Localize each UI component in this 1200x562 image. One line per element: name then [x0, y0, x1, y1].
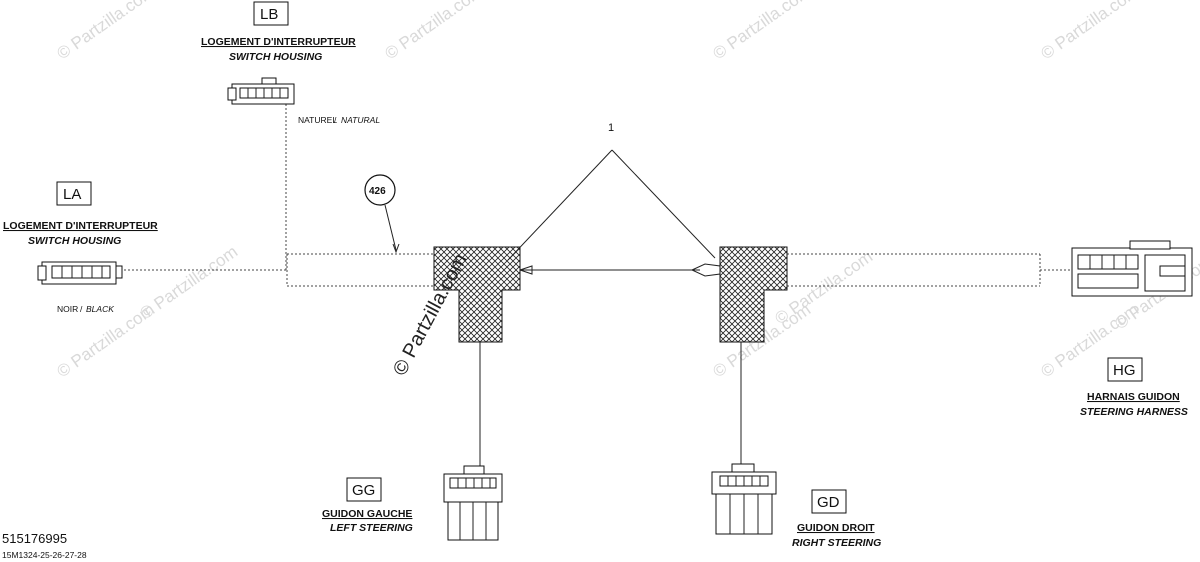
connector-la-color-en: BLACK	[86, 304, 114, 314]
connector-lb-plug	[227, 77, 295, 105]
connector-hg-label-en: STEERING HARNESS	[1080, 406, 1188, 418]
connector-lb-label-fr: LOGEMENT D'INTERRUPTEUR	[201, 36, 356, 48]
junction-right	[719, 246, 788, 343]
connector-lb: LB LOGEMENT D'INTERRUPTEUR SWITCH HOUSIN…	[201, 1, 380, 125]
connector-lb-color-sep: /	[334, 115, 337, 125]
callout-426: 426	[364, 174, 396, 206]
connector-la-label-fr: LOGEMENT D'INTERRUPTEUR	[3, 220, 158, 232]
connector-lb-code: LB	[260, 6, 278, 23]
connector-gg-label-en: LEFT STEERING	[330, 522, 413, 534]
connector-la-color-sep: /	[80, 304, 83, 314]
connector-hg: HG HARNAIS GUIDON STEERING HARNESS	[1071, 240, 1193, 418]
connector-la-label-en: SWITCH HOUSING	[28, 235, 121, 247]
connector-la-code: LA	[63, 186, 81, 203]
watermark-pattern: © Partzilla.com © Partzilla.com © Partzi…	[53, 0, 1200, 381]
watermark-text: © Partzilla.com	[136, 242, 241, 323]
connector-lb-color-fr: NATUREL	[298, 115, 337, 125]
connector-gg-code: GG	[352, 482, 375, 499]
connector-gd: GD GUIDON DROIT RIGHT STEERING	[711, 463, 881, 549]
connector-gd-label-en: RIGHT STEERING	[792, 537, 881, 549]
connector-hg-plug	[1071, 240, 1193, 297]
connector-gg: GG GUIDON GAUCHE LEFT STEERING	[322, 465, 503, 541]
connector-la-plug	[37, 261, 123, 285]
connector-hg-code: HG	[1113, 362, 1136, 379]
connector-gd-plug	[711, 463, 777, 535]
connector-la-color-fr: NOIR	[57, 304, 78, 314]
connector-gg-plug	[443, 465, 503, 541]
part-number: 515176995	[2, 531, 67, 546]
callout-426-label: 426	[369, 186, 386, 197]
watermark-text: © Partzilla.com	[709, 0, 814, 63]
connector-gg-label-fr: GUIDON GAUCHE	[322, 508, 412, 520]
connector-gd-code: GD	[817, 494, 840, 511]
connector-lb-label-en: SWITCH HOUSING	[229, 51, 322, 63]
callout-1-label: 1	[608, 122, 614, 134]
connector-gd-label-fr: GUIDON DROIT	[797, 522, 875, 534]
junction-left	[433, 246, 521, 343]
connector-lb-color-en: NATURAL	[341, 115, 380, 125]
connector-hg-label-fr: HARNAIS GUIDON	[1087, 391, 1180, 403]
watermark-text: © Partzilla.com	[381, 0, 486, 63]
watermark-text: © Partzilla.com	[53, 0, 158, 63]
harness	[120, 100, 1070, 470]
connector-la: LA LOGEMENT D'INTERRUPTEUR SWITCH HOUSIN…	[3, 181, 158, 314]
watermark-text: © Partzilla.com	[1037, 0, 1142, 63]
callout-1: 1	[608, 122, 614, 134]
drawing-number: 15M1324-25-26-27-28	[2, 550, 87, 560]
